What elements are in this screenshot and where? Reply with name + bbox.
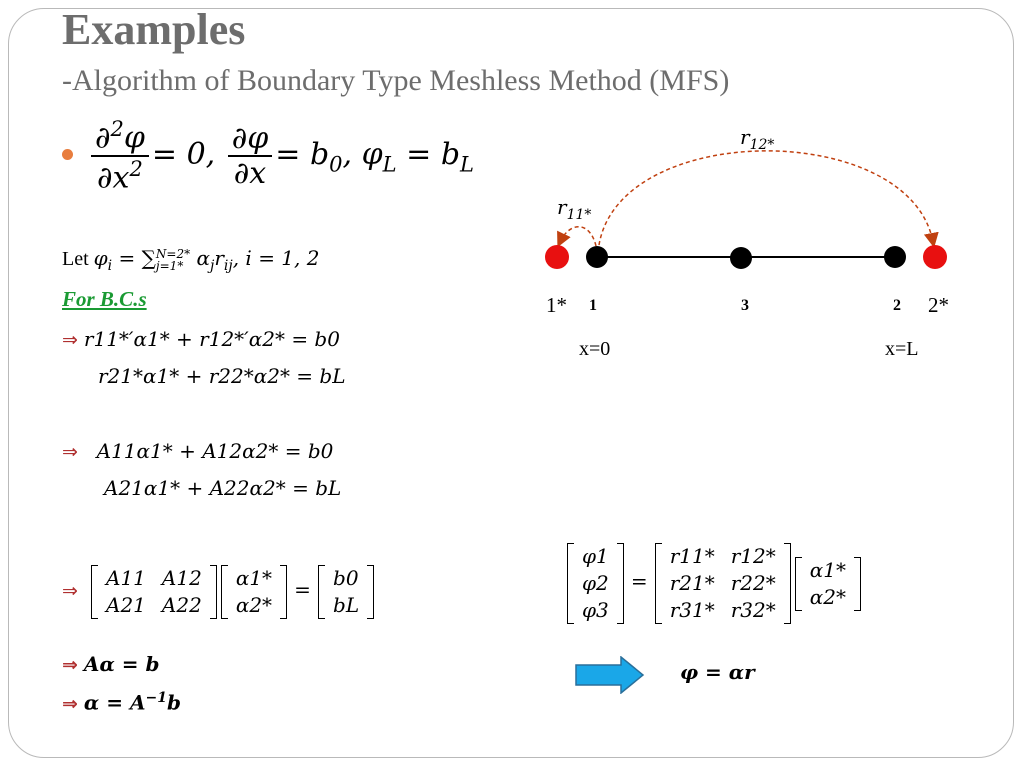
vector-alpha-2: α1*α2* xyxy=(794,556,861,611)
node-2 xyxy=(884,246,906,268)
second-derivative-fraction: ∂2φ ∂x2 xyxy=(91,118,149,194)
eq-a-row2: A21α1* + A22α2* = bL xyxy=(104,476,342,500)
label-2: 2 xyxy=(893,297,901,314)
eq-a-row1: ⇒ A11α1* + A12α2* = b0 xyxy=(62,439,334,463)
r12-label: r12* xyxy=(740,125,775,153)
r11-arc xyxy=(557,226,597,248)
label-1: 1 xyxy=(589,297,597,314)
r12-arc xyxy=(598,150,939,248)
label-xL: x=L xyxy=(885,338,919,360)
let-line: Let φi = ∑N=2*j=1* αjrij, i = 1, 2 xyxy=(62,246,320,274)
eq-phi: φ = αr xyxy=(680,660,755,684)
r11-label: r11* xyxy=(557,195,592,223)
label-1-star: 1* xyxy=(546,293,567,317)
slide-subtitle: -Algorithm of Boundary Type Meshless Met… xyxy=(62,64,730,97)
source-point-1 xyxy=(545,245,569,269)
source-point-2 xyxy=(923,245,947,269)
bc-label: For B.C.s xyxy=(62,287,147,311)
mfs-diagram xyxy=(545,150,947,269)
eq-r-row2: r21*α1* + r22*α2* = bL xyxy=(98,364,346,388)
node-1 xyxy=(586,246,608,268)
right-arrow-icon xyxy=(575,656,645,694)
label-2-star: 2* xyxy=(928,293,949,317)
eq-r-row1: ⇒r11*′α1* + r12*′α2* = b0 xyxy=(62,327,340,351)
node-3 xyxy=(730,247,752,269)
label-3: 3 xyxy=(741,297,749,314)
label-x0: x=0 xyxy=(579,338,611,360)
eq-inverse: ⇒α = A−1b xyxy=(62,690,181,715)
slide-title: Examples xyxy=(62,5,246,54)
bullet-dot xyxy=(62,149,73,160)
eq-short: ⇒Aα = b xyxy=(62,652,160,676)
matrix-r: r11*r12* r21*r22* r31*r32* xyxy=(654,543,791,624)
slide-frame xyxy=(8,8,1014,758)
bc-equation: ∂2φ ∂x2 = 0, ∂φ ∂x = b0, φL = bL xyxy=(88,118,474,194)
first-derivative-fraction: ∂φ ∂x xyxy=(227,122,273,190)
vector-alpha: α1*α2* xyxy=(220,565,288,619)
